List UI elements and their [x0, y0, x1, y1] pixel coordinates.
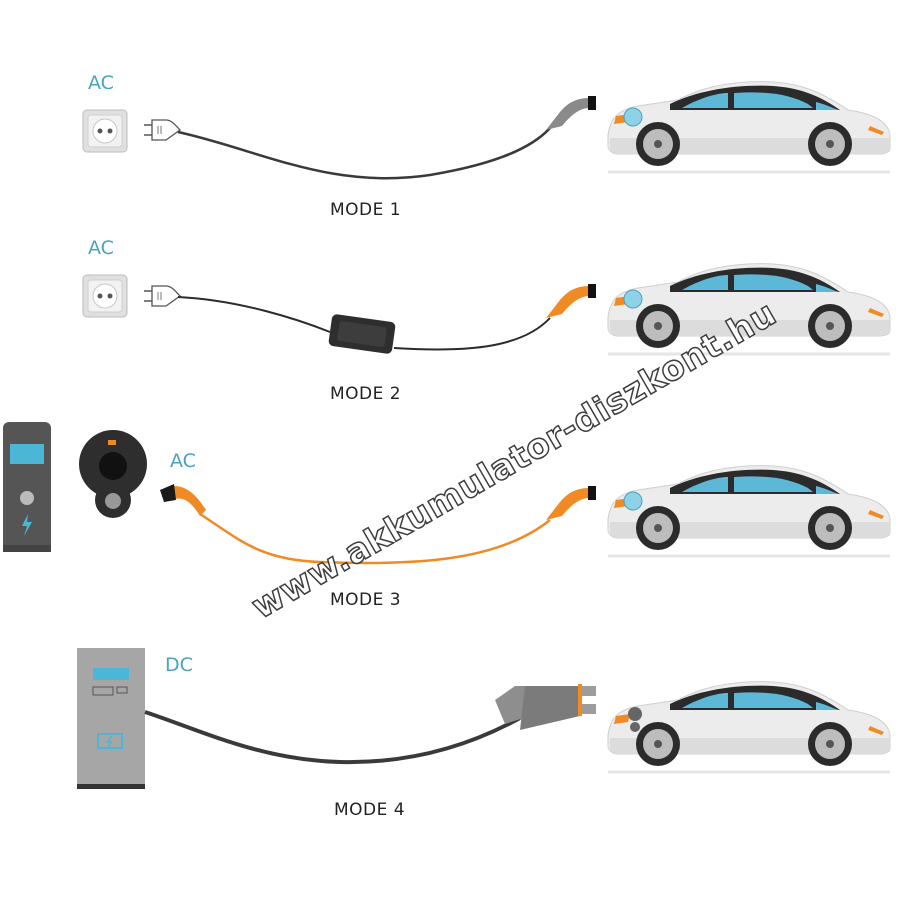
mode-3-group — [3, 422, 892, 565]
car-icon — [606, 464, 892, 558]
connector-icon — [546, 286, 590, 318]
car-icon — [606, 80, 892, 174]
mode-2-label: MODE 2 — [330, 384, 402, 404]
mode-1-current-label: AC — [88, 72, 114, 94]
wall-socket-icon — [82, 109, 128, 153]
dc-charger-icon — [77, 648, 145, 789]
mode-3-current-label: AC — [170, 450, 196, 472]
cable — [393, 317, 551, 351]
mode-3-label: MODE 3 — [330, 590, 402, 610]
mode-4-current-label: DC — [165, 654, 193, 676]
wallbox-icon — [79, 430, 147, 518]
mode-1-group — [82, 80, 892, 180]
plug-icon — [143, 119, 181, 141]
mode-4-group — [77, 648, 892, 789]
mode-1-label: MODE 1 — [330, 200, 402, 220]
connector-icon — [546, 98, 590, 130]
charging-station-icon — [3, 422, 51, 552]
car-icon — [606, 680, 892, 774]
mode-2-group — [82, 262, 892, 356]
cable — [144, 710, 521, 765]
connector-icon — [546, 488, 590, 520]
cable — [199, 512, 551, 565]
cable — [177, 127, 551, 180]
mode-4-label: MODE 4 — [334, 800, 406, 820]
mode-2-current-label: AC — [88, 237, 114, 259]
wall-socket-icon — [82, 274, 128, 318]
cable — [177, 296, 331, 333]
dc-connector-icon — [495, 684, 596, 730]
plug-icon — [143, 285, 181, 307]
